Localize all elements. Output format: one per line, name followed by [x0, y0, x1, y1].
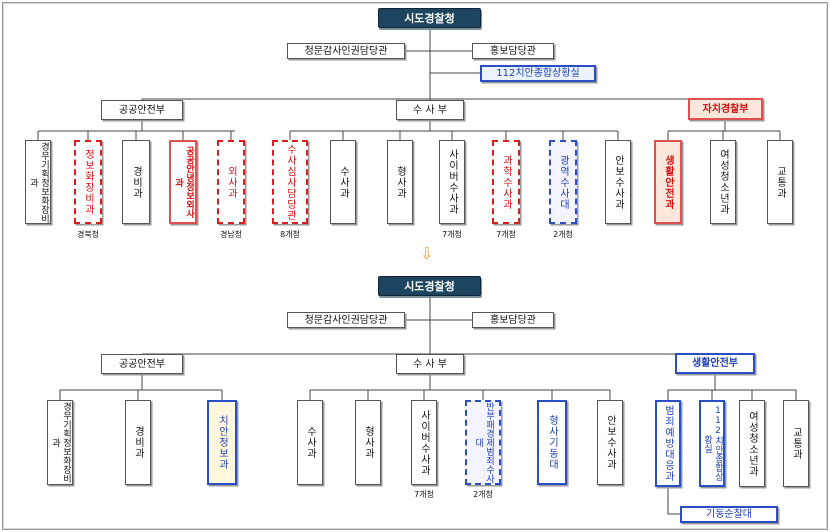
- unit-node: 112치안종합상황실: [699, 400, 725, 487]
- unit-node: 경무기획정보화장비과: [25, 140, 51, 224]
- unit-node: 범죄예방대응과: [655, 400, 681, 487]
- unit-node: 정보화장비과: [74, 140, 102, 224]
- unit-node: 경비과: [122, 140, 150, 224]
- staff-node-112: 112치안종합상황실: [480, 65, 596, 82]
- bureau-node: 공공안전부: [101, 354, 183, 374]
- bureau-node: 공공안전부: [101, 100, 183, 120]
- unit-node: 수사심사담당관: [272, 140, 308, 224]
- unit-caption: 7개청: [496, 230, 516, 239]
- unit-caption: 2개청: [473, 490, 493, 499]
- unit-node: 교통과: [783, 400, 809, 487]
- unit-node: 여성청소년과: [739, 400, 765, 487]
- unit-caption: 경남청: [219, 230, 243, 239]
- root-node: 시도경찰청: [378, 8, 481, 28]
- unit-caption: 2개청: [553, 230, 573, 239]
- root-node: 시도경찰청: [378, 276, 481, 296]
- unit-caption: 경북청: [76, 230, 100, 239]
- unit-node: 여성청소년과: [710, 140, 736, 224]
- unit-node: 외사과: [217, 140, 245, 224]
- unit-node: 형사과: [387, 140, 413, 224]
- unit-node: 치안정보과: [207, 400, 237, 485]
- unit-caption: 7개청: [442, 230, 462, 239]
- unit-node: 경무기획정보화장비과: [47, 400, 73, 485]
- unit-node: 광역수사대: [549, 140, 577, 224]
- unit-caption: 7개청: [414, 490, 434, 499]
- unit-node: 형사과: [355, 400, 381, 485]
- unit-node: 생활안전과: [654, 140, 682, 224]
- unit-node: 반부패경제범죄수사대: [465, 400, 501, 485]
- unit-node: 형사기동대: [537, 400, 567, 485]
- unit-node: 안보수사과: [605, 140, 631, 224]
- staff-node: 홍보담당관: [472, 43, 554, 59]
- mobile-patrol-unit: 기동순찰대: [680, 506, 778, 523]
- unit-node: 수사과: [330, 140, 356, 224]
- staff-node: 홍보담당관: [472, 312, 554, 328]
- bureau-node-life-safety: 생활안전부: [675, 353, 755, 374]
- unit-node: 과학수사과: [492, 140, 520, 224]
- bureau-node: 수 사 부: [396, 354, 464, 374]
- bureau-node-autonomous: 자치경찰부: [688, 98, 763, 120]
- unit-node: 안보수사과: [597, 400, 623, 485]
- unit-node: 사이버수사과: [411, 400, 437, 485]
- unit-node: 사이버수사과: [439, 140, 465, 224]
- unit-node: 교통과: [767, 140, 793, 224]
- unit-node: 수사과: [297, 400, 323, 485]
- unit-caption: 8개청: [280, 230, 300, 239]
- staff-node: 청문감사인권담당관: [287, 43, 405, 59]
- staff-node: 청문감사인권담당관: [287, 312, 405, 328]
- down-arrow-icon: ⇩: [420, 244, 434, 263]
- unit-node: 경비과: [125, 400, 151, 485]
- bureau-node: 수 사 부: [396, 100, 464, 120]
- unit-node: 공공안녕정보외사과: [169, 140, 197, 224]
